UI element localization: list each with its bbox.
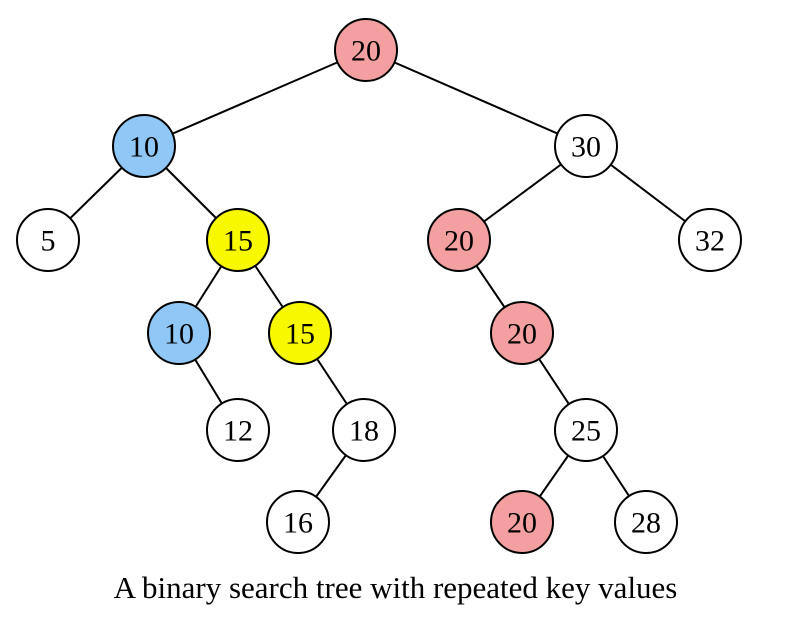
tree-node: 20 xyxy=(427,208,491,272)
tree-node-circle xyxy=(678,208,742,272)
tree-node-label: 30 xyxy=(571,131,601,164)
tree-node: 15 xyxy=(206,208,270,272)
tree-node-circle xyxy=(266,490,330,554)
tree-node-label: 16 xyxy=(283,507,313,540)
tree-node-label: 15 xyxy=(223,225,253,258)
tree-node: 20 xyxy=(490,301,554,365)
tree-node-circle xyxy=(554,398,618,462)
tree-node: 20 xyxy=(334,18,398,82)
tree-node-circle xyxy=(332,398,396,462)
tree-node-circle xyxy=(614,490,678,554)
tree-node-label: 32 xyxy=(695,225,725,258)
tree-node: 32 xyxy=(678,208,742,272)
tree-node: 30 xyxy=(554,114,618,178)
tree-node-circle xyxy=(16,208,80,272)
tree-node: 18 xyxy=(332,398,396,462)
tree-node: 10 xyxy=(147,301,211,365)
tree-node-circle xyxy=(268,301,332,365)
tree-node-label: 20 xyxy=(507,318,537,351)
tree-node: 5 xyxy=(16,208,80,272)
tree-node-label: 28 xyxy=(631,507,661,540)
tree-node-label: 10 xyxy=(129,131,159,164)
tree-node-circle xyxy=(490,301,554,365)
tree-node: 28 xyxy=(614,490,678,554)
tree-node-label: 15 xyxy=(285,318,315,351)
tree-node-label: 5 xyxy=(41,225,56,258)
tree-node-circle xyxy=(206,398,270,462)
tree-node-label: 12 xyxy=(223,415,253,448)
tree-node: 10 xyxy=(112,114,176,178)
tree-edge xyxy=(365,49,587,147)
tree-node-circle xyxy=(334,18,398,82)
tree-node-label: 20 xyxy=(351,35,381,68)
tree-node-label: 18 xyxy=(349,415,379,448)
tree-node-label: 10 xyxy=(164,318,194,351)
tree-node: 20 xyxy=(490,490,554,554)
tree-node-label: 25 xyxy=(571,415,601,448)
tree-nodes: 20 10 30 5 15 20 32 10 15 20 12 18 25 16 20 28 xyxy=(16,18,742,554)
tree-node: 16 xyxy=(266,490,330,554)
tree-node-circle xyxy=(206,208,270,272)
tree-node: 25 xyxy=(554,398,618,462)
diagram-caption: A binary search tree with repeated key v… xyxy=(113,570,678,605)
tree-node-circle xyxy=(554,114,618,178)
tree-node: 12 xyxy=(206,398,270,462)
tree-node-circle xyxy=(147,301,211,365)
tree-node: 15 xyxy=(268,301,332,365)
tree-edge xyxy=(143,49,367,147)
tree-node-circle xyxy=(490,490,554,554)
tree-node-label: 20 xyxy=(507,507,537,540)
tree-node-circle xyxy=(427,208,491,272)
tree-node-label: 20 xyxy=(444,225,474,258)
tree-node-circle xyxy=(112,114,176,178)
